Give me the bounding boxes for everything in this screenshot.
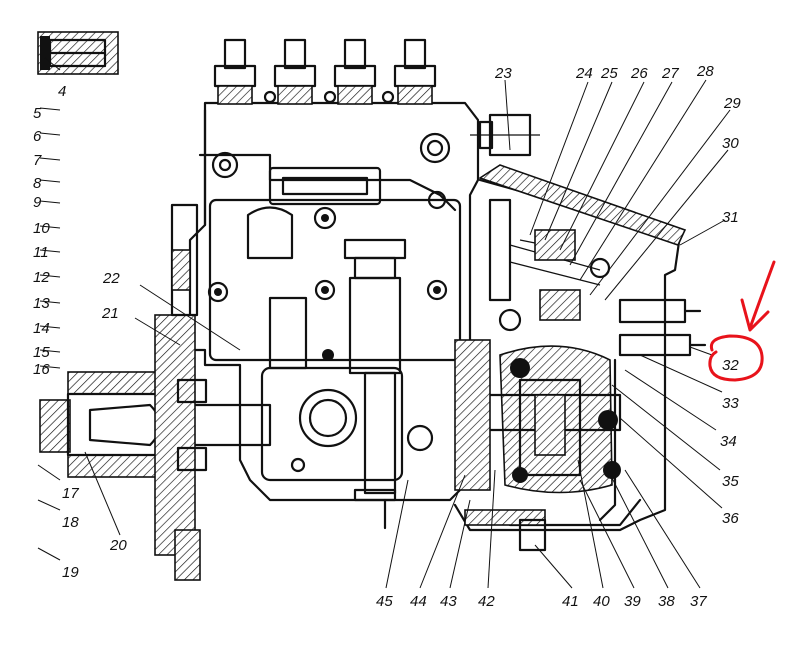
label-8: 8 [33,175,42,192]
label-30: 30 [722,135,739,152]
label-18: 18 [62,514,79,531]
label-35: 35 [722,473,739,490]
left-mounting-flange [170,203,199,317]
label-32: 32 [722,357,739,374]
label-38: 38 [658,593,675,610]
label-19: 19 [62,564,79,581]
label-34: 34 [720,433,737,450]
label-21: 21 [101,305,119,322]
delivery-valve-4 [393,38,437,105]
label-4: 4 [58,83,66,100]
label-29: 29 [723,95,741,112]
delivery-valve-2 [273,38,317,105]
label-12: 12 [33,269,50,286]
label-9: 9 [33,194,42,211]
delivery-valve-1 [213,38,257,105]
highlight-annotation [708,260,776,382]
label-17: 17 [62,485,79,502]
delivery-valve-3 [333,38,377,105]
drive-shaft-coupling [39,314,272,581]
central-plunger-assembly [246,206,407,530]
label-16: 16 [33,361,50,378]
label-6: 6 [33,128,42,145]
label-33: 33 [722,395,739,412]
flyweight-assembly [454,339,622,552]
label-28: 28 [696,63,714,80]
detail-inset-4 [37,31,119,75]
label-31: 31 [722,209,739,226]
pump-housing [188,101,480,502]
label-26: 26 [630,65,648,82]
delivery-valve-holders [213,38,437,105]
label-14: 14 [33,320,50,337]
label-42: 42 [478,593,495,610]
red-arrow-marker [740,260,776,332]
label-22: 22 [102,270,120,287]
housing-bolts [207,90,451,473]
label-41: 41 [562,593,579,610]
leader-lines [37,57,731,589]
label-10: 10 [33,220,50,237]
label-40: 40 [593,593,610,610]
label-7: 7 [33,152,42,169]
fitting-23 [470,113,540,157]
label-44: 44 [410,593,427,610]
label-36: 36 [722,510,739,527]
label-37: 37 [690,593,707,610]
label-27: 27 [661,65,679,82]
label-5: 5 [33,105,42,122]
label-45: 45 [376,593,393,610]
label-20: 20 [109,537,127,554]
label-13: 13 [33,295,50,312]
red-circle-marker [708,334,764,382]
part-labels: 4 5 6 7 8 9 10 11 12 13 14 15 16 17 18 1… [33,63,741,610]
label-24: 24 [575,65,593,82]
label-43: 43 [440,593,457,610]
label-15: 15 [33,344,50,361]
label-11: 11 [33,244,49,261]
label-39: 39 [624,593,641,610]
label-23: 23 [494,65,512,82]
label-25: 25 [600,65,618,82]
